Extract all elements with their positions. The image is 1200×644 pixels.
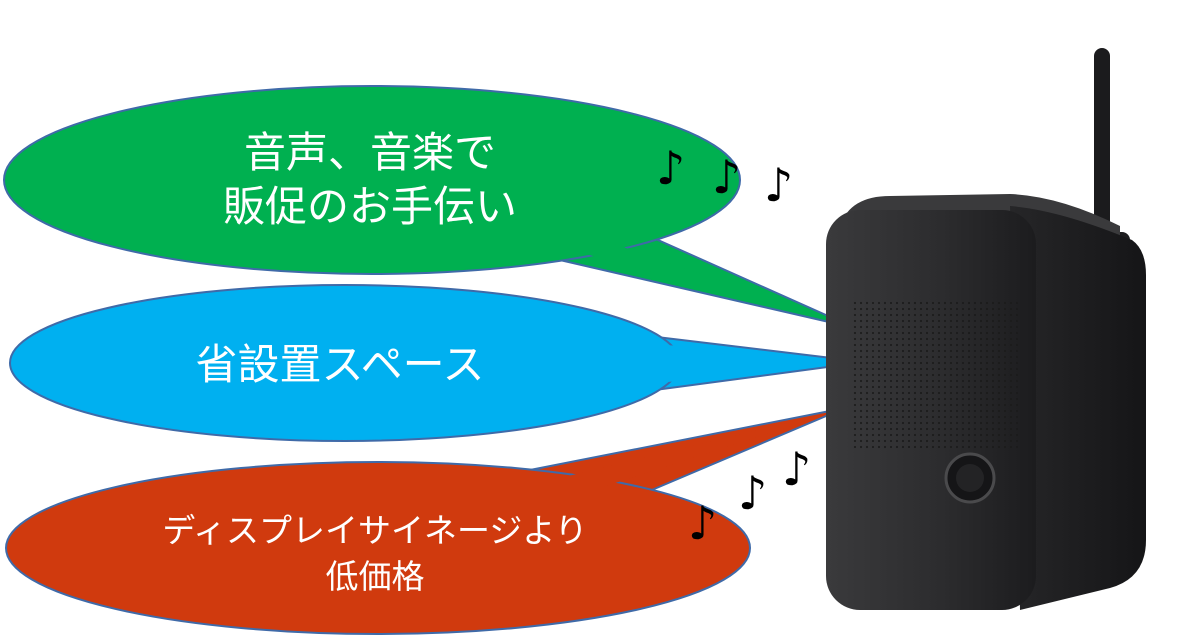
speech-bubble-price	[5, 407, 846, 635]
music-note-icon: ♪	[738, 466, 768, 520]
speech-bubble-sales	[3, 85, 856, 329]
space-message: 省設置スペース	[195, 340, 485, 389]
sales-message-line1: 音声、音楽で	[243, 128, 496, 177]
sales-message-line2: 販促のお手伝い	[222, 182, 517, 231]
sales-message: 音声、音楽で 販促のお手伝い	[120, 126, 620, 234]
price-message-line2: 低価格	[325, 557, 425, 596]
speech-bubble-space	[9, 284, 866, 442]
music-note-icon: ♪	[656, 141, 686, 195]
speaker-device-icon	[826, 48, 1146, 610]
price-message: ディスプレイサイネージより 低価格	[110, 508, 640, 600]
price-message-line1: ディスプレイサイネージより	[162, 511, 588, 550]
music-note-icon: ♪	[764, 158, 794, 212]
music-note-icon: ♪	[782, 442, 812, 496]
music-note-icon: ♪	[712, 150, 742, 204]
music-note-icon: ♪	[688, 496, 718, 550]
